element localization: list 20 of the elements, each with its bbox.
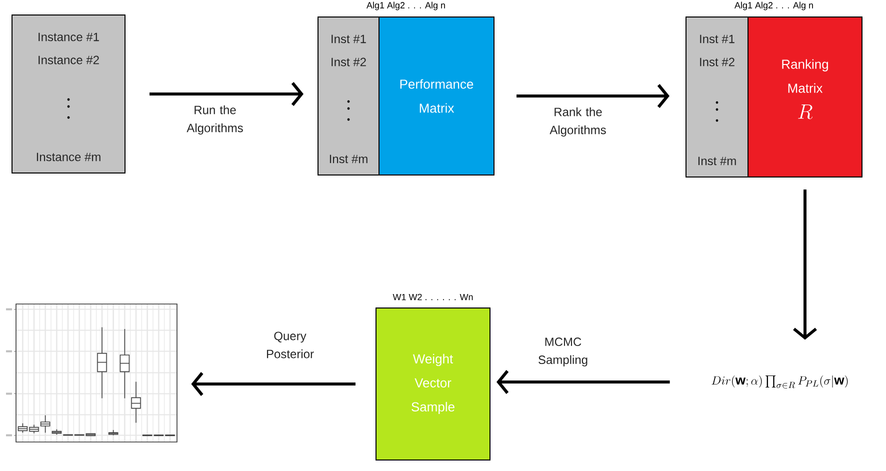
column-header: Alg1 Alg2 . . . Alg n	[366, 2, 445, 10]
instance-list-box: Instance #1 Instance #2 Instance #m	[12, 14, 126, 174]
edge-label: Rank the Algorithms	[550, 107, 606, 137]
performance-matrix-box: Performance Matrix	[378, 16, 494, 176]
edge-label: Run the Algorithms	[186, 105, 243, 135]
arrow	[516, 84, 670, 108]
arrow	[496, 370, 670, 394]
instance-column: Inst #1 Inst #2 Inst #m	[318, 16, 380, 176]
edge-label: Query Posterior	[266, 332, 314, 358]
formula: $Dir(\mathbf{w};\alpha)\prod_{\sigma\in R} P_{PL}(\sigma|\mathbf{w})$	[712, 376, 848, 388]
arrow	[150, 82, 304, 106]
ranking-matrix-box: Ranking Matrix $R$	[748, 16, 862, 178]
arrow	[793, 190, 817, 340]
weight-vector-box: Weight Vector Sample	[376, 308, 490, 460]
arrow	[191, 372, 356, 396]
instance-column: Inst #1 Inst #2 Inst #m	[686, 16, 748, 178]
boxplot-drawing	[6, 304, 178, 442]
column-header: W1 W2 . . . . . . Wn	[392, 294, 473, 300]
column-header: Alg1 Alg2 . . . Alg n	[734, 2, 813, 10]
edge-label: MCMC Sampling	[538, 338, 588, 366]
